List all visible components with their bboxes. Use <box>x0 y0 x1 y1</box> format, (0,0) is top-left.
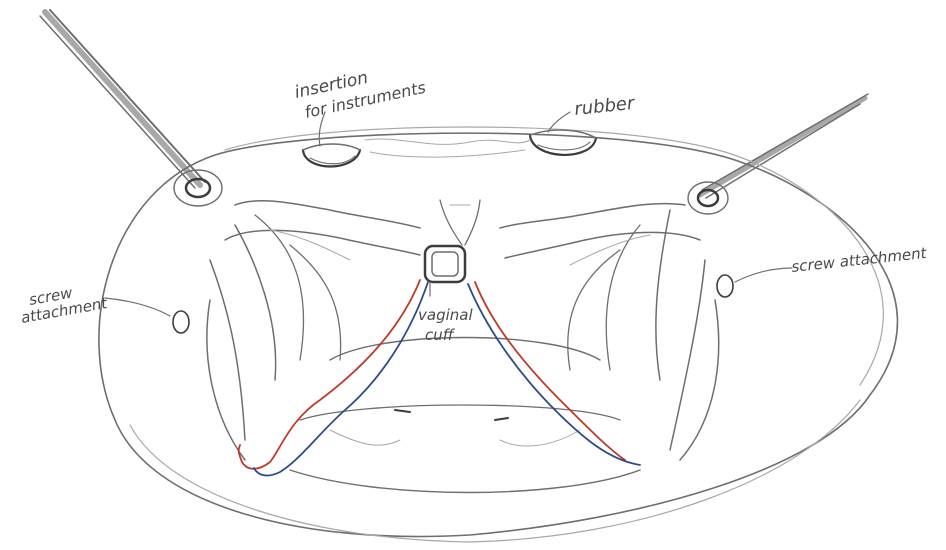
vaginal-cuff <box>425 246 465 282</box>
screw-right-label: screw attachment <box>791 244 929 276</box>
right-instrument-rod <box>700 94 868 198</box>
pelvic-structures <box>207 200 719 493</box>
vaginal-cuff-label-line2: cuff <box>425 326 456 344</box>
instrument-insertion-port-left <box>303 144 360 167</box>
screw-attachment-right <box>717 268 792 297</box>
rubber-label: rubber <box>573 93 637 120</box>
outer-shell-outline <box>99 133 898 536</box>
vaginal-cuff-label-line1: vaginal <box>418 306 473 324</box>
screw-attachment-left <box>105 298 189 333</box>
left-instrument-rod <box>40 10 205 188</box>
